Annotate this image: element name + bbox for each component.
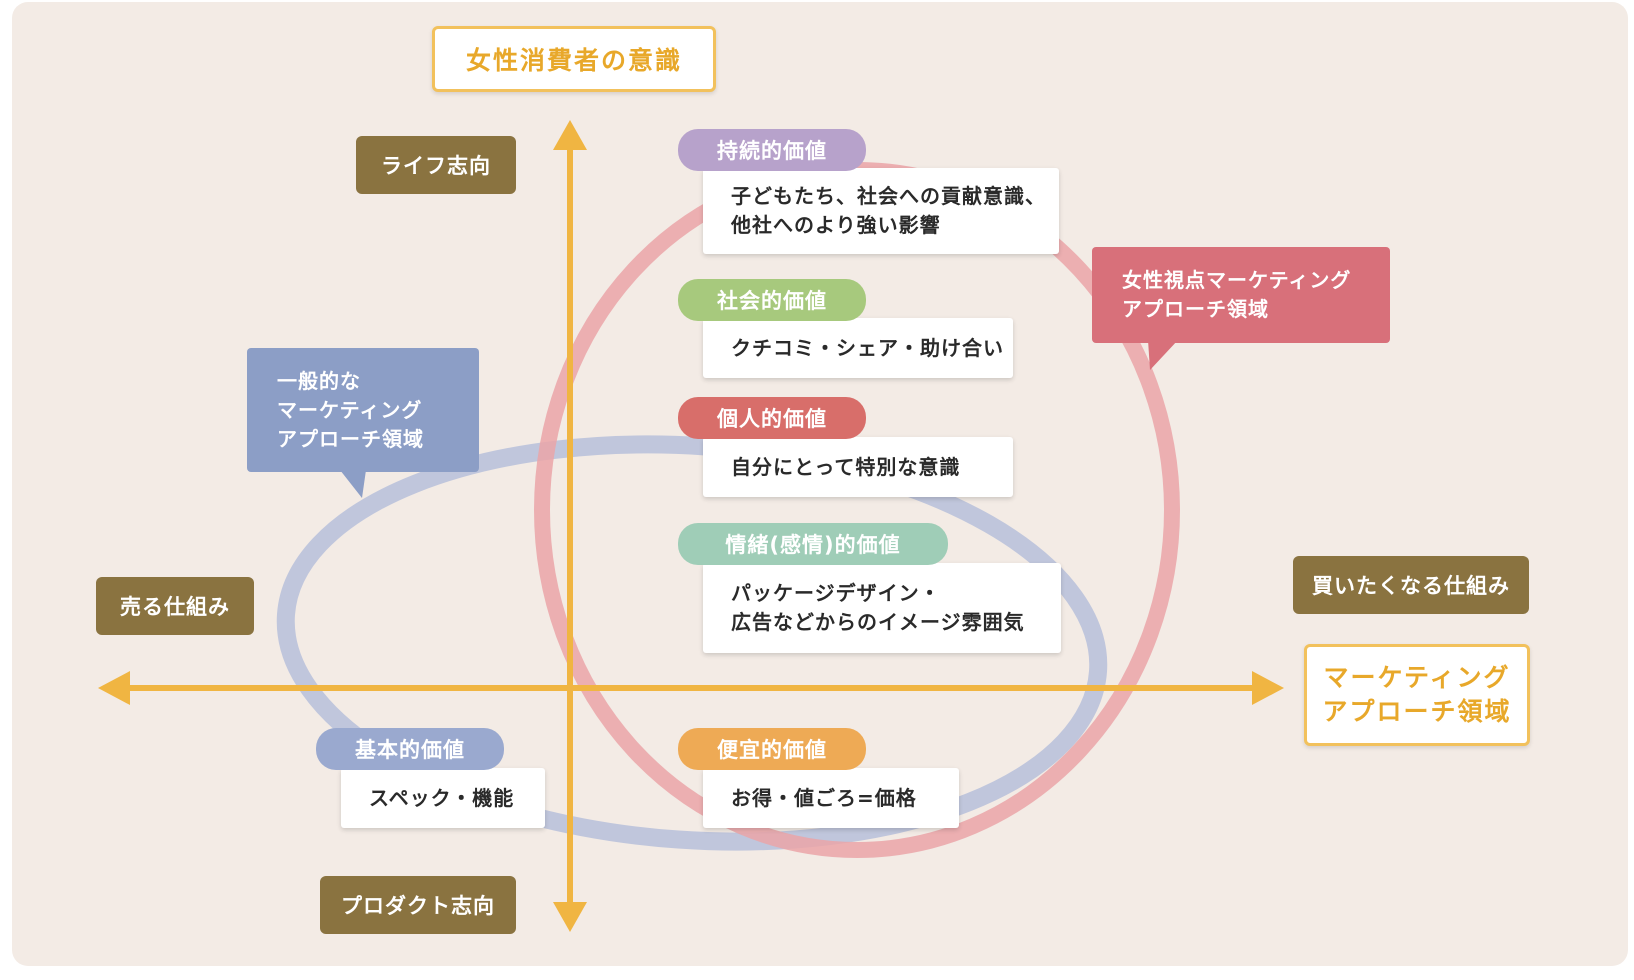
emotional-value-pill: 情緒(感情)的価値 <box>678 523 948 565</box>
convenience-value-pill: 便宜的価値 <box>678 728 866 770</box>
basic-value-pill: 基本的価値 <box>316 728 504 770</box>
horizontal-axis-left-arrowhead <box>98 671 130 705</box>
female-callout-tail <box>1148 340 1178 370</box>
sustainable-value-description: 子どもたち、社会への貢献意識、 他社へのより強い影響 <box>703 168 1059 254</box>
general-marketing-callout: 一般的な マーケティング アプローチ領域 <box>247 348 479 472</box>
social-value-description: クチコミ・シェア・助け合い <box>703 318 1013 378</box>
social-value-pill: 社会的価値 <box>678 279 866 321</box>
vertical-axis-down-arrowhead <box>553 902 587 932</box>
pole-right-label: 買いたくなる仕組み <box>1293 556 1529 614</box>
vertical-axis-title: 女性消費者の意識 <box>432 26 716 92</box>
pole-bottom-label: プロダクト志向 <box>320 876 516 934</box>
emotional-value-description: パッケージデザイン・ 広告などからのイメージ雰囲気 <box>703 563 1061 653</box>
basic-value-description: スペック・機能 <box>341 768 545 828</box>
female-marketing-callout: 女性視点マーケティング アプローチ領域 <box>1092 247 1390 343</box>
horizontal-axis-title: マーケティング アプローチ領域 <box>1304 644 1530 746</box>
vertical-axis-up-arrowhead <box>553 120 587 150</box>
personal-value-pill: 個人的価値 <box>678 397 866 439</box>
sustainable-value-pill: 持続的価値 <box>678 129 866 171</box>
horizontal-axis-right-arrowhead <box>1252 671 1284 705</box>
convenience-value-description: お得・値ごろ=価格 <box>703 768 959 828</box>
pole-top-label: ライフ志向 <box>356 136 516 194</box>
general-callout-tail <box>340 470 366 498</box>
personal-value-description: 自分にとって特別な意識 <box>703 437 1013 497</box>
pole-left-label: 売る仕組み <box>96 577 254 635</box>
